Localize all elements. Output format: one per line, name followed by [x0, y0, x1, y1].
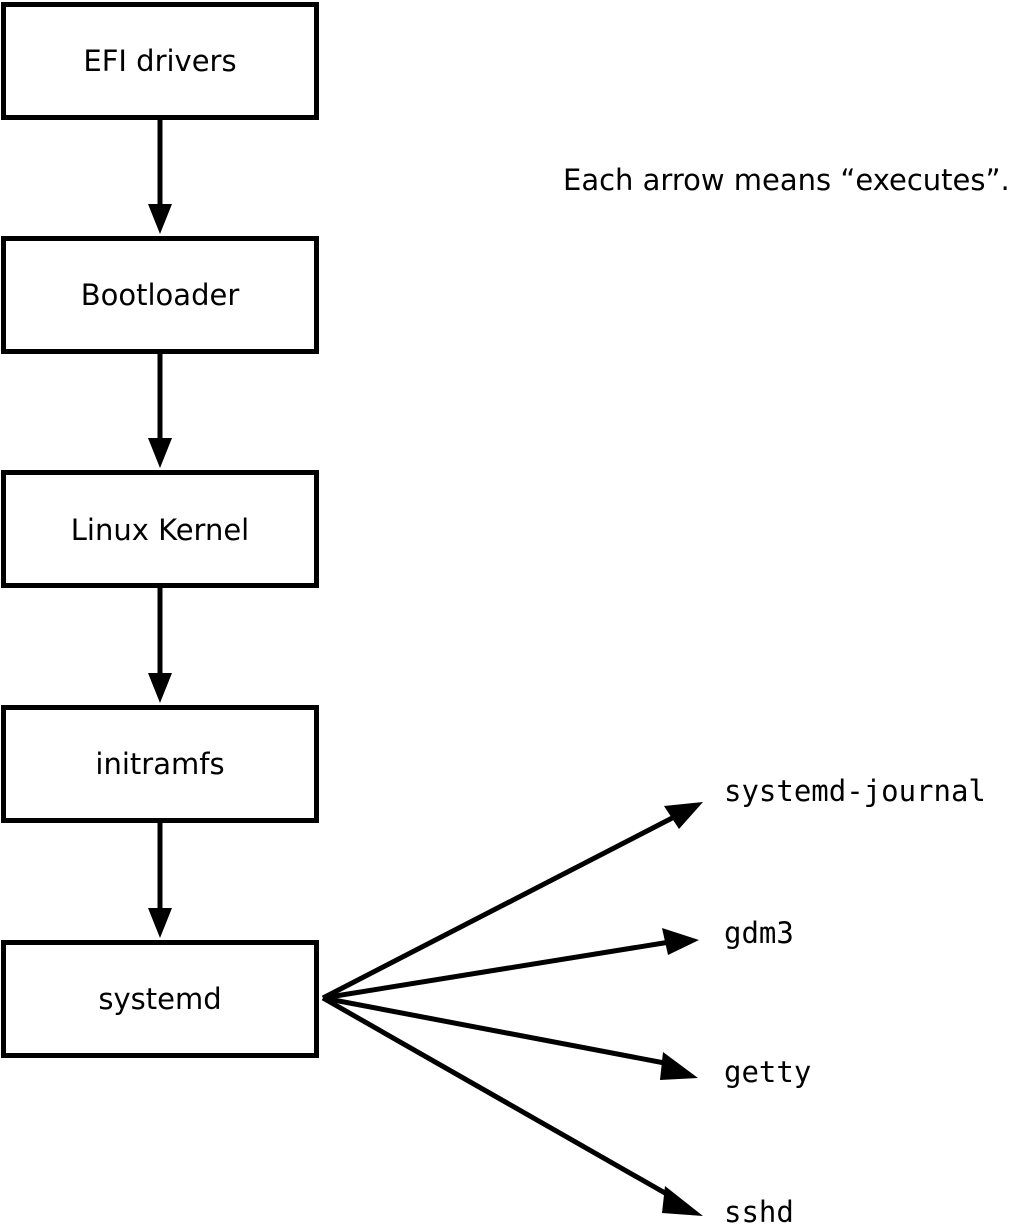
service-arrow-line: [322, 938, 677, 1001]
legend-note: Each arrow means “executes”.: [563, 163, 1010, 197]
stage-box-label: initramfs: [95, 747, 224, 781]
arrow-head-icon: [660, 1052, 698, 1080]
stage-box-systemd[interactable]: systemd: [1, 940, 319, 1058]
stage-box-outline: [1, 940, 319, 1058]
arrow-head-icon: [664, 802, 703, 829]
connector-linux-kernel-to-initramfs: [148, 587, 172, 703]
connector-efi-drivers-to-bootloader: [148, 119, 172, 234]
service-label-systemd-journal: systemd-journal: [724, 774, 986, 808]
service-arrow-line: [321, 995, 681, 1204]
stage-boxes: EFI drivers Bootloader Linux Kernel init…: [1, 2, 319, 1058]
arrow-head-icon: [148, 908, 172, 938]
service-label-gdm3: gdm3: [724, 916, 794, 950]
service-fan-arrows: [321, 802, 703, 1216]
arrow-head-icon: [148, 438, 172, 468]
stage-box-outline: [1, 470, 319, 588]
stage-box-label: EFI drivers: [83, 44, 236, 78]
stage-box-outline: [1, 705, 319, 823]
service-label-sshd: sshd: [724, 1195, 794, 1229]
service-arrow-line: [322, 995, 676, 1068]
arrow-head-icon: [662, 928, 699, 955]
stage-box-label: Linux Kernel: [71, 513, 249, 547]
service-label-getty: getty: [724, 1055, 811, 1089]
stage-box-outline: [1, 2, 319, 120]
stage-box-initramfs[interactable]: initramfs: [1, 705, 319, 823]
service-arrow-getty: [322, 995, 698, 1080]
flow-connectors: [148, 119, 172, 938]
stage-box-outline: [1, 236, 319, 354]
arrow-head-icon: [148, 204, 172, 234]
stage-box-linux-kernel[interactable]: Linux Kernel: [1, 470, 319, 588]
stage-box-bootloader[interactable]: Bootloader: [1, 236, 319, 354]
service-arrow-sshd: [321, 995, 703, 1216]
service-labels: systemd-journal gdm3 getty sshd: [724, 774, 986, 1229]
service-arrow-line: [321, 812, 680, 1001]
stage-box-label: Bootloader: [81, 278, 240, 312]
service-arrow-systemd-journal: [321, 802, 703, 1001]
connector-initramfs-to-systemd: [148, 822, 172, 938]
stage-box-label: systemd: [98, 982, 221, 1016]
arrow-head-icon: [148, 673, 172, 703]
arrow-head-icon: [662, 1186, 703, 1216]
connector-bootloader-to-linux-kernel: [148, 353, 172, 468]
service-arrow-gdm3: [322, 928, 699, 1001]
stage-box-efi-drivers[interactable]: EFI drivers: [1, 2, 319, 120]
